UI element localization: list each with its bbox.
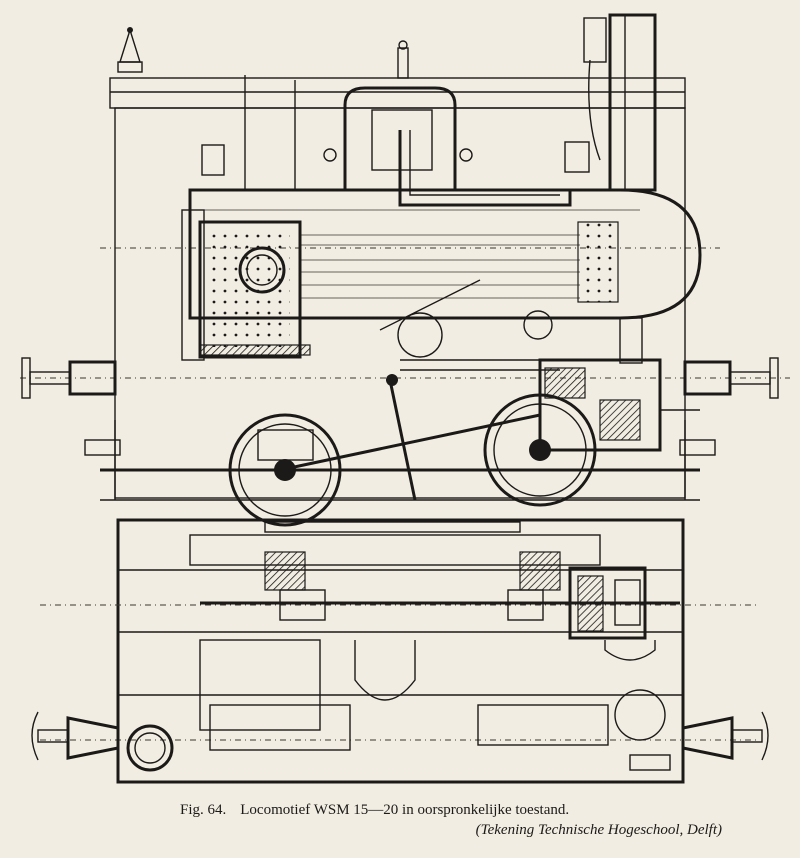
plan-view bbox=[31, 518, 769, 784]
figure-title: Locomotief WSM 15—20 in oorspronkelijke … bbox=[240, 802, 570, 818]
manhole-cover bbox=[126, 724, 174, 772]
cylinder bbox=[538, 317, 700, 452]
boiler bbox=[188, 130, 702, 320]
buffer-right bbox=[683, 357, 779, 399]
wheel-front bbox=[483, 393, 597, 507]
caption-main-line: Fig. 64. Locomotief WSM 15—20 in oorspron… bbox=[180, 802, 569, 819]
headlamp bbox=[117, 27, 143, 73]
whistle bbox=[397, 40, 409, 79]
buffer-left bbox=[21, 357, 117, 399]
chimney bbox=[583, 13, 657, 192]
safety-valves bbox=[201, 75, 590, 190]
locomotive-drawing bbox=[20, 13, 790, 784]
plan-buffer-right bbox=[681, 711, 769, 761]
valve-gear bbox=[279, 279, 560, 501]
side-elevation-view bbox=[20, 13, 790, 527]
figure-credit: (Tekening Technische Hogeschool, Delft) bbox=[475, 822, 722, 838]
firebox bbox=[181, 209, 311, 361]
figure-number: Fig. 64. bbox=[180, 802, 227, 818]
plan-buffer-left bbox=[31, 711, 120, 761]
